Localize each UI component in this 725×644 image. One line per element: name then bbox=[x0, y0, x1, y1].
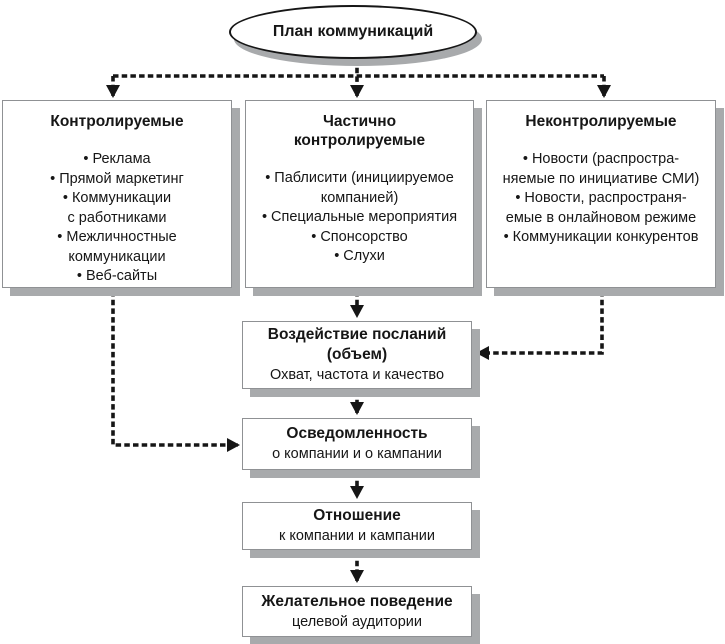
bullet-icon: • bbox=[50, 170, 56, 187]
list-item: •Новости (распростра- няемые по инициати… bbox=[491, 150, 711, 189]
list-item-label: Паблисити (инициируемое компанией) bbox=[274, 170, 454, 206]
stage-box-message-impact: Воздействие посланий (объем) Охват, част… bbox=[242, 321, 472, 389]
list-item: •Прямой маркетинг bbox=[7, 170, 227, 190]
stage-subtitle: о компании и о кампании bbox=[272, 446, 442, 462]
connector-controlled-to-awareness bbox=[111, 291, 240, 452]
connector-uncontrolled-to-impact bbox=[476, 291, 604, 360]
list-item-label: Коммуникации с работниками bbox=[67, 190, 172, 226]
stage-title: Осведомленность bbox=[286, 425, 428, 442]
stage-title: Отношение bbox=[313, 507, 401, 524]
box-title: Контролируемые bbox=[50, 113, 184, 130]
list-item-label: Коммуникации конкурентов bbox=[512, 229, 699, 245]
list-item: •Коммуникации конкурентов bbox=[491, 228, 711, 248]
list-item: •Специальные мероприятия bbox=[250, 208, 469, 228]
root-node-label: План коммуникаций bbox=[272, 23, 434, 40]
stage-title: Желательное поведение bbox=[261, 592, 453, 610]
bullet-icon: • bbox=[261, 209, 268, 225]
box-title: Неконтролируемые bbox=[525, 113, 677, 130]
list-item-label: Новости, распространя- емые в онлайновом… bbox=[505, 190, 697, 226]
list-item-label: Веб-сайты bbox=[85, 268, 158, 284]
bullet-icon: • bbox=[503, 229, 509, 245]
bullet-icon: • bbox=[311, 228, 317, 245]
root-node-communication-plan: План коммуникаций bbox=[229, 5, 477, 59]
list-item-label: Спонсорство bbox=[320, 228, 408, 245]
stage-title: Воздействие посланий (объем) bbox=[267, 326, 447, 363]
list-item: •Коммуникации с работниками bbox=[7, 189, 227, 228]
source-box-uncontrolled: Неконтролируемые •Новости (распростра- н… bbox=[486, 100, 716, 288]
list-item: •Реклама bbox=[7, 150, 227, 170]
bullet-icon: • bbox=[83, 151, 89, 167]
list-item-label: Прямой маркетинг bbox=[59, 170, 184, 187]
bullet-icon: • bbox=[62, 190, 68, 206]
list-item-label: Новости (распростра- няемые по инициатив… bbox=[502, 151, 700, 187]
list-item: •Паблисити (инициируемое компанией) bbox=[250, 169, 469, 208]
list-item-label: Слухи bbox=[343, 248, 385, 264]
source-box-partially-controlled: Частично контролируемые •Паблисити (иниц… bbox=[245, 100, 474, 288]
list-item-label: Специальные мероприятия bbox=[271, 209, 458, 225]
source-box-controlled: Контролируемые •Реклама •Прямой маркетин… bbox=[2, 100, 232, 288]
box-title: Частично контролируемые bbox=[293, 113, 426, 149]
bullet-icon: • bbox=[265, 170, 271, 186]
list-item: •Веб-сайты bbox=[7, 267, 227, 287]
bullet-icon: • bbox=[57, 229, 63, 245]
list-item-label: Реклама bbox=[92, 151, 151, 167]
stage-subtitle: к компании и кампании bbox=[278, 528, 435, 544]
stage-box-attitude: Отношение к компании и кампании bbox=[242, 502, 472, 550]
bullet-icon: • bbox=[522, 151, 528, 167]
bullet-icon: • bbox=[334, 248, 340, 264]
list-item: •Слухи bbox=[250, 247, 469, 267]
list-item-label: Межличностные коммуникации bbox=[66, 229, 177, 265]
stage-box-awareness: Осведомленность о компании и о кампании bbox=[242, 418, 472, 470]
stage-subtitle: целевой аудитории bbox=[291, 613, 423, 630]
stage-subtitle: Охват, частота и качество bbox=[269, 367, 445, 383]
list-item: •Межличностные коммуникации bbox=[7, 228, 227, 267]
list-item: •Новости, распространя- емые в онлайново… bbox=[491, 189, 711, 228]
bullet-icon: • bbox=[76, 268, 82, 284]
list-item: •Спонсорство bbox=[250, 228, 469, 248]
stage-box-desired-behavior: Желательное поведение целевой аудитории bbox=[242, 586, 472, 637]
bullet-icon: • bbox=[515, 190, 521, 206]
